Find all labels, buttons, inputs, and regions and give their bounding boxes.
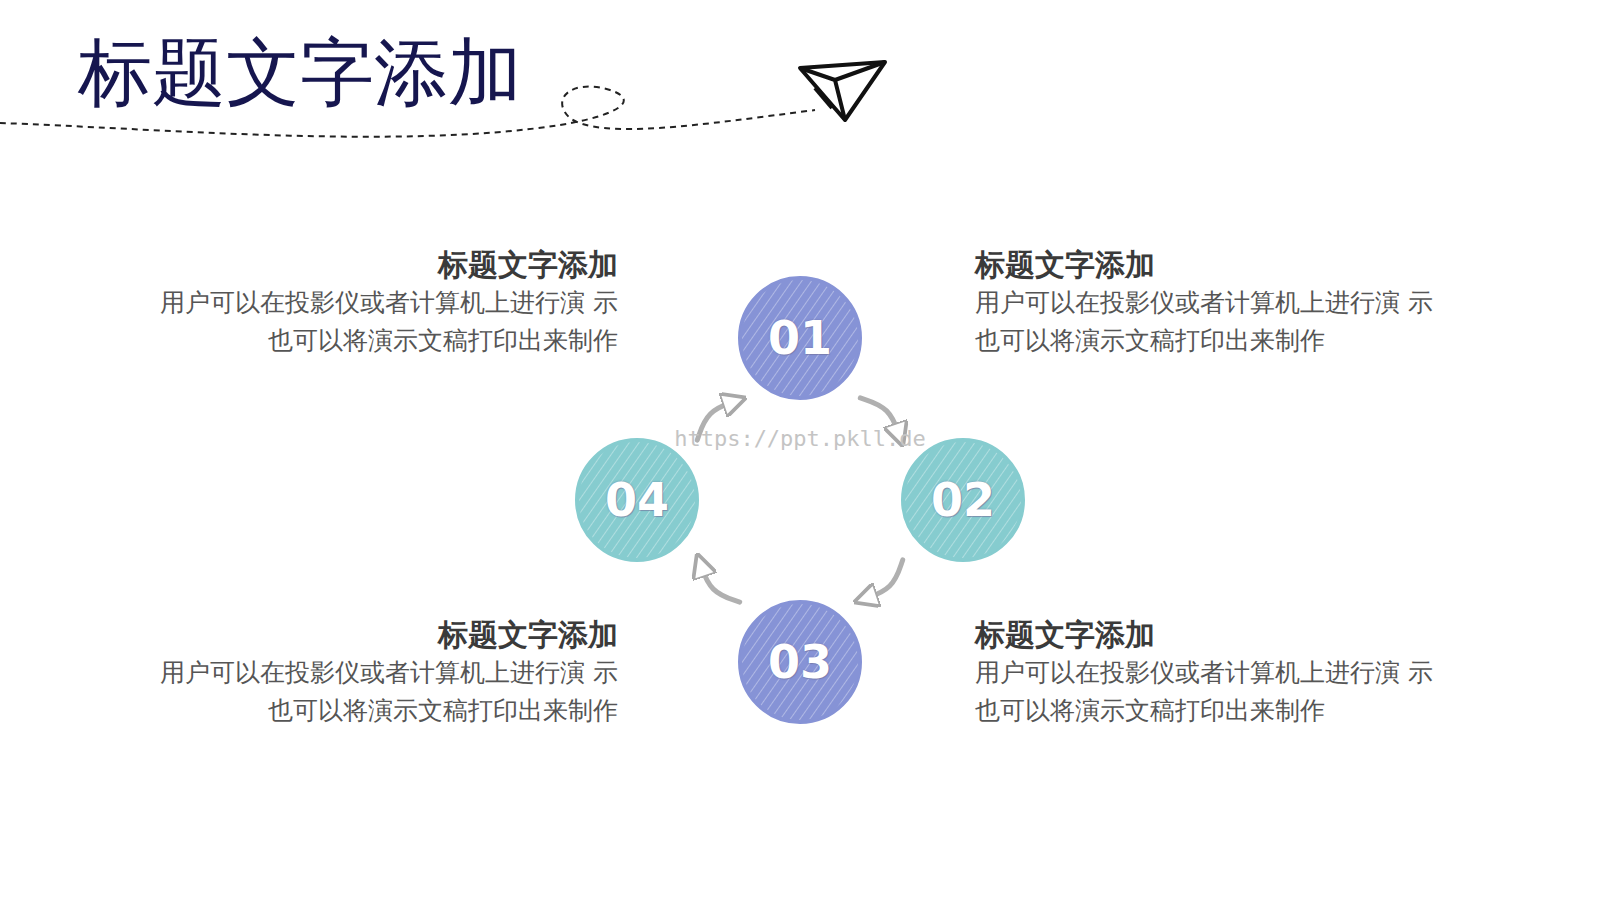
circle-texture <box>742 604 858 720</box>
block-heading: 标题文字添加 <box>975 245 1445 284</box>
step-number: 02 <box>931 473 995 527</box>
block-body: 用户可以在投影仪或者计算机上进行演 示也可以将演示文稿打印出来制作 <box>148 654 618 729</box>
circle-texture <box>579 442 695 558</box>
paper-plane <box>800 62 885 120</box>
step-circle: 04 <box>574 437 700 563</box>
block-body: 用户可以在投影仪或者计算机上进行演 示也可以将演示文稿打印出来制作 <box>148 284 618 359</box>
block-body: 用户可以在投影仪或者计算机上进行演 示也可以将演示文稿打印出来制作 <box>975 284 1445 359</box>
text-block: 标题文字添加用户可以在投影仪或者计算机上进行演 示也可以将演示文稿打印出来制作 <box>148 615 618 729</box>
watermark: https://ppt.pkll.de <box>674 426 926 451</box>
slide-title: 标题文字添加 <box>78 28 522 117</box>
text-block: 标题文字添加用户可以在投影仪或者计算机上进行演 示也可以将演示文稿打印出来制作 <box>975 615 1445 729</box>
block-heading: 标题文字添加 <box>148 615 618 654</box>
circle-fill <box>739 277 861 399</box>
step-number: 03 <box>768 635 832 689</box>
cycle-arrow <box>700 563 740 602</box>
step-circle: 01 <box>737 275 863 401</box>
cycle-arrow <box>863 560 903 599</box>
step-number: 04 <box>605 473 669 527</box>
circle-fill <box>576 439 698 561</box>
text-block: 标题文字添加用户可以在投影仪或者计算机上进行演 示也可以将演示文稿打印出来制作 <box>148 245 618 359</box>
block-heading: 标题文字添加 <box>975 615 1445 654</box>
block-heading: 标题文字添加 <box>148 245 618 284</box>
block-body: 用户可以在投影仪或者计算机上进行演 示也可以将演示文稿打印出来制作 <box>975 654 1445 729</box>
text-block: 标题文字添加用户可以在投影仪或者计算机上进行演 示也可以将演示文稿打印出来制作 <box>975 245 1445 359</box>
circle-fill <box>902 439 1024 561</box>
step-number: 01 <box>768 311 832 365</box>
circle-texture <box>742 280 858 396</box>
step-circle: 02 <box>900 437 1026 563</box>
circle-fill <box>739 601 861 723</box>
circle-texture <box>905 442 1021 558</box>
step-circle: 03 <box>737 599 863 725</box>
